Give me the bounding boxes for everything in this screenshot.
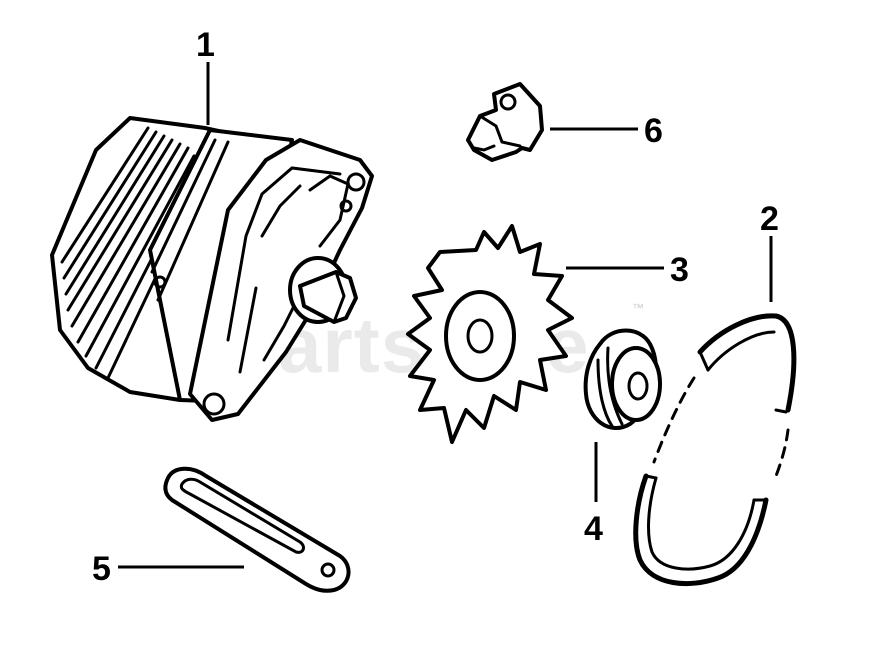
cooling-fins [60, 126, 202, 380]
callout-5[interactable]: 5 [92, 550, 111, 588]
watermark-trademark: ™ [632, 301, 644, 315]
callout-numbers: 1 2 3 4 5 6 [92, 26, 779, 588]
part-2-belt[interactable] [633, 313, 797, 586]
part-5-adjusting-brace[interactable] [163, 466, 351, 593]
callout-3[interactable]: 3 [670, 251, 689, 289]
callout-4[interactable]: 4 [584, 510, 603, 548]
part-1-alternator[interactable] [50, 116, 374, 422]
leader-lines [118, 62, 773, 569]
callout-6[interactable]: 6 [644, 112, 663, 150]
part-6-bracket[interactable] [466, 82, 544, 162]
part-3-fan[interactable] [406, 224, 574, 444]
callout-2[interactable]: 2 [760, 200, 779, 238]
callout-1[interactable]: 1 [196, 26, 215, 64]
part-4-pulley[interactable] [583, 328, 662, 431]
